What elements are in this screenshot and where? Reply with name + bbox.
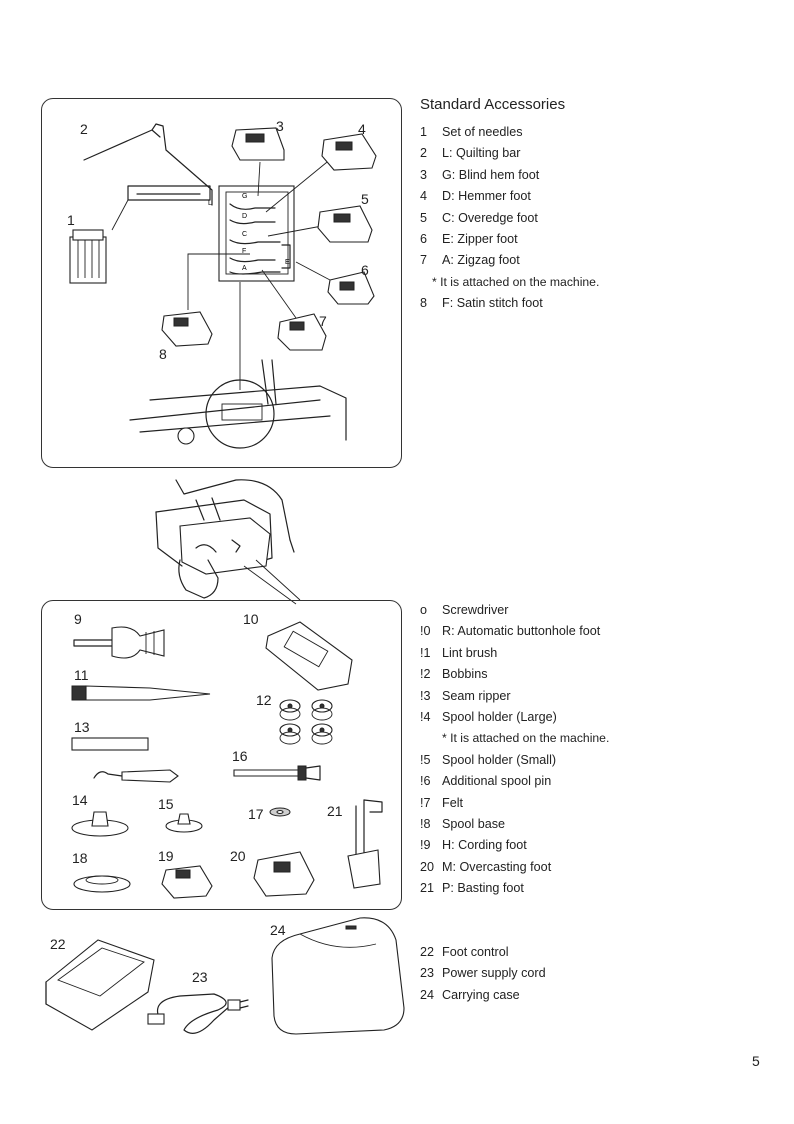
lint-brush-drawing [71, 685, 211, 701]
label-15: 15 [158, 796, 174, 812]
bobbins-drawing [279, 699, 333, 745]
spool-holder-small-drawing [165, 813, 203, 833]
list-note: * It is attached on the machine. [442, 731, 610, 746]
label-14: 14 [72, 792, 88, 808]
label-1: 1 [67, 212, 75, 228]
overedge-foot-drawing [317, 205, 373, 243]
hemmer-foot-drawing [321, 133, 377, 171]
seam-ripper-drawing [71, 737, 179, 783]
label-21: 21 [327, 803, 343, 819]
overcasting-foot-drawing [253, 851, 315, 897]
label-17: 17 [248, 806, 264, 822]
needle-set-drawing [69, 229, 107, 284]
label-11: 11 [74, 667, 89, 683]
label-18: 18 [72, 850, 88, 866]
label-5: 5 [361, 191, 369, 207]
foot-control-drawing [45, 939, 155, 1031]
basting-foot-drawing [347, 799, 383, 889]
label-13: 13 [74, 719, 90, 735]
satin-stitch-foot-drawing [161, 311, 213, 347]
power-cord-drawing [147, 993, 249, 1034]
machine-bed-drawing [129, 359, 347, 449]
screwdriver-drawing [73, 626, 165, 659]
label-9: 9 [74, 611, 82, 627]
cording-foot-drawing [161, 865, 213, 899]
label-24: 24 [270, 922, 286, 938]
label-3: 3 [276, 118, 284, 134]
box-letter-a: A [242, 265, 247, 272]
accessory-figure-panel-2 [41, 600, 402, 910]
label-22: 22 [50, 936, 66, 952]
label-16: 16 [232, 748, 248, 764]
page-number: 5 [752, 1053, 760, 1069]
accessory-figure-panel-1 [41, 98, 402, 468]
label-19: 19 [158, 848, 174, 864]
box-letter-g: G [242, 193, 247, 200]
zigzag-foot-drawing [277, 313, 327, 351]
list-note: * It is attached on the machine. [432, 274, 600, 289]
box-letter-f: F [242, 248, 246, 255]
accessory-box-drawing [127, 185, 295, 282]
zipper-foot-drawing [327, 271, 375, 305]
box-letter-d: D [242, 213, 247, 220]
label-8: 8 [159, 346, 167, 362]
box-letter-c: C [242, 231, 247, 238]
label-12: 12 [256, 692, 272, 708]
section-title: Standard Accessories [420, 96, 566, 113]
label-4: 4 [358, 121, 366, 137]
carrying-case-drawing [271, 917, 405, 1035]
buttonhole-foot-drawing [265, 621, 353, 691]
box-letter-l: L [208, 200, 212, 207]
felt-drawing [269, 807, 291, 817]
quilting-bar-drawing [83, 123, 213, 206]
label-2: 2 [80, 121, 88, 137]
label-7: 7 [319, 313, 327, 329]
additional-spool-pin-drawing [233, 765, 321, 781]
spool-holder-large-drawing [71, 811, 129, 837]
blind-hem-foot-drawing [231, 127, 285, 161]
spool-base-drawing [73, 875, 131, 893]
label-10: 10 [243, 611, 259, 627]
label-23: 23 [192, 969, 208, 985]
label-6: 6 [361, 262, 369, 278]
box-letter-e: E [285, 259, 290, 266]
label-20: 20 [230, 848, 246, 864]
